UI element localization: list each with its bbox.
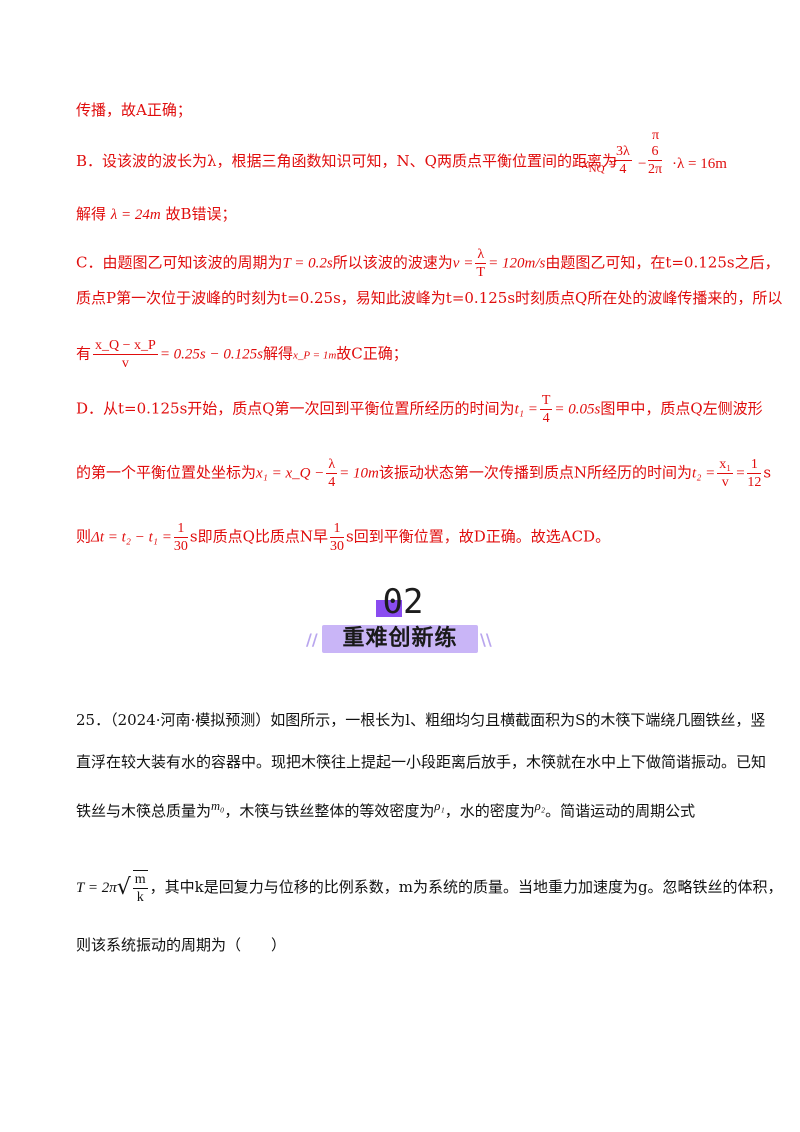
answer-b-prefix: B．设该波的波长为λ，根据三角函数知识可知，N、Q两质点平衡位置间的距离为 (76, 152, 617, 170)
answer-b-result: ·λ = 16m (672, 156, 727, 172)
section-number-highlight (376, 600, 402, 617)
question-line1: 25．（2024·河南·模拟预测）如图所示，一根长为l、粗细均匀且横截面积为S的… (76, 711, 766, 729)
left-slash-decoration: // (306, 630, 318, 649)
pi-over-6-top: π (652, 128, 660, 143)
section-title: 重难创新练 (342, 626, 458, 651)
answer-b-line: B．设该波的波长为λ，根据三角函数知识可知，N、Q两质点平衡位置间的距离为 (76, 151, 617, 171)
right-slash-decoration: \\ (480, 630, 492, 649)
question-line2: 直浮在较大装有水的容器中。现把木筷往上提起一小段距离后放手，木筷就在水中上下做简… (76, 753, 767, 771)
minus-sign: − (638, 156, 647, 172)
section-number: 02 (382, 582, 424, 622)
answer-a-tail: 传播，故A正确； (76, 101, 192, 119)
answer-c-line2: 质点P第一次位于波峰的时刻为t=0.25s，易知此波峰为t=0.125s时刻质点… (76, 289, 783, 307)
sqrt-sign: √ (116, 875, 131, 900)
section-title-band (322, 625, 478, 653)
xnq-symbol: xNQ = (582, 156, 617, 175)
question-line5: 则该系统振动的周期为（ ） (76, 936, 287, 954)
answer-b-conclusion: 解得 λ = 24m 故B错误； (76, 205, 237, 223)
question-line3: 铁丝与木筷总质量为m₀，木筷与铁丝整体的等效密度为ρ₁，水的密度为ρ₂。简谐运动… (76, 799, 696, 820)
